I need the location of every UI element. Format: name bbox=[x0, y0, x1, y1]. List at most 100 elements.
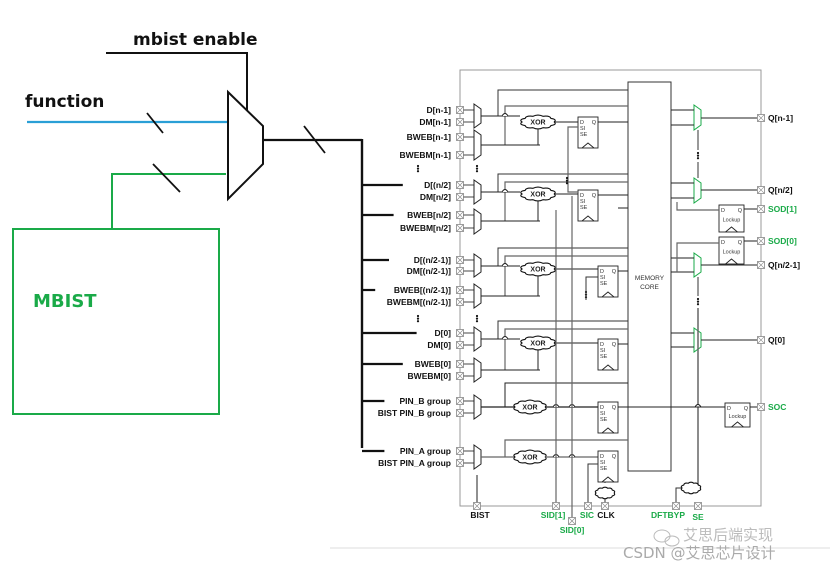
ff-pin-d: D bbox=[600, 454, 604, 460]
bottom-pin: SID[0] bbox=[560, 517, 584, 535]
xor-label: XOR bbox=[522, 405, 537, 412]
input-pin-label: DM[(n/2-1)] bbox=[407, 266, 452, 276]
ellipsis-dot bbox=[475, 170, 479, 173]
output-label: Q[n/2] bbox=[768, 185, 793, 195]
ellipsis-dot bbox=[565, 179, 569, 182]
ff-pin-se: SE bbox=[600, 354, 608, 360]
clock-gate-cloud bbox=[680, 481, 702, 495]
lockup-label: Lockup bbox=[723, 250, 741, 256]
xor-gate: XOR bbox=[520, 114, 556, 130]
ff-pin-q: Q bbox=[738, 208, 743, 214]
input-pin-label: BWEBM[(n/2-1)] bbox=[387, 297, 451, 307]
ff-pin-d: D bbox=[600, 342, 604, 348]
ff-pin-q: Q bbox=[592, 120, 597, 126]
input-pin-label: BIST PIN_B group bbox=[378, 408, 451, 418]
input-pin: BIST PIN_A group bbox=[378, 458, 474, 468]
clock-triangle-icon bbox=[601, 364, 615, 371]
bottom-pin-label: SID[1] bbox=[541, 510, 566, 520]
input-mux bbox=[473, 444, 482, 470]
ellipsis-dot bbox=[416, 320, 420, 323]
output-mux bbox=[693, 104, 702, 131]
bus-slash-icon bbox=[152, 163, 181, 193]
input-pin-label: PIN_B group bbox=[400, 396, 451, 406]
pin-box-icon bbox=[757, 403, 765, 411]
pin-box-icon bbox=[456, 459, 464, 467]
input-pin: DM[0] bbox=[427, 340, 474, 350]
input-pin-label: BWEBM[n-1] bbox=[400, 150, 452, 160]
bottom-pin: SE bbox=[692, 502, 704, 522]
pin-box-icon bbox=[757, 114, 765, 122]
xor-gate: XOR bbox=[520, 186, 556, 202]
input-pin-label: BWEB[n/2] bbox=[407, 210, 451, 220]
pin-box-icon bbox=[672, 502, 680, 510]
ellipsis-dot bbox=[696, 303, 700, 306]
pin-box-icon bbox=[456, 409, 464, 417]
input-pin-label: DM[n-1] bbox=[419, 117, 451, 127]
input-pin-label: D[0] bbox=[434, 328, 451, 338]
input-pin: D[n-1] bbox=[426, 105, 474, 115]
ellipsis-dot bbox=[416, 164, 420, 168]
ff-pin-d: D bbox=[727, 406, 731, 412]
wire-crossing bbox=[501, 263, 509, 267]
ellipsis-dot bbox=[696, 154, 700, 157]
bottom-pin-label: SE bbox=[692, 512, 704, 522]
input-pin-label: BWEB[(n/2-1)] bbox=[394, 285, 451, 295]
input-pin: PIN_A group bbox=[400, 446, 474, 456]
xor-label: XOR bbox=[530, 120, 545, 127]
bottom-pin: CLK bbox=[597, 502, 616, 520]
memory-core-label-2: CORE bbox=[640, 284, 659, 291]
scan-output-pin: SOD[0] bbox=[744, 236, 797, 246]
output-mux bbox=[693, 177, 702, 204]
lockup-label: Lockup bbox=[723, 218, 741, 224]
bottom-pin: DFTBYP bbox=[651, 502, 685, 520]
xor-gate: XOR bbox=[513, 399, 547, 415]
lockup-label: Lockup bbox=[729, 414, 747, 420]
ff-pin-q: Q bbox=[612, 454, 617, 460]
scan-output-pin: SOC bbox=[750, 402, 786, 412]
ellipsis-dot bbox=[565, 182, 569, 185]
input-pin: DM[n/2] bbox=[420, 192, 474, 202]
ff-pin-d: D bbox=[600, 269, 604, 275]
bottom-pin-label: CLK bbox=[597, 510, 615, 520]
pin-box-icon bbox=[456, 298, 464, 306]
input-pin: BWEBM[n-1] bbox=[400, 150, 474, 160]
ff-pin-q: Q bbox=[612, 342, 617, 348]
scan-output-pin: SOD[1] bbox=[744, 204, 797, 214]
input-pin-label: BWEB[n-1] bbox=[407, 132, 452, 142]
ff-pin-q: Q bbox=[592, 193, 597, 199]
pin-box-icon bbox=[473, 502, 481, 510]
output-pin: Q[n/2] bbox=[701, 185, 793, 195]
ff-pin-d: D bbox=[580, 120, 584, 126]
ellipsis-dot bbox=[475, 164, 479, 168]
input-mux bbox=[227, 89, 264, 202]
mux-output-bus bbox=[263, 125, 364, 448]
input-pin-label: DM[n/2] bbox=[420, 192, 451, 202]
ellipsis-dot bbox=[416, 317, 420, 320]
mbist-enable-signal: mbist enable bbox=[106, 30, 258, 110]
ff-pin-d: D bbox=[600, 405, 604, 411]
input-pin: D[(n/2-1)] bbox=[414, 255, 474, 265]
bottom-pin-label: SIC bbox=[580, 510, 594, 520]
clock-triangle-icon bbox=[731, 421, 744, 428]
input-pin: BWEB[0] bbox=[415, 359, 474, 369]
ff-pin-se: SE bbox=[580, 132, 588, 138]
ff-pin-si: SI bbox=[600, 275, 606, 281]
pin-box-icon bbox=[456, 106, 464, 114]
pin-box-icon bbox=[456, 151, 464, 159]
pin-box-icon bbox=[456, 341, 464, 349]
mbist-block bbox=[12, 228, 220, 415]
input-pin: BWEBM[0] bbox=[408, 371, 474, 381]
pin-box-icon bbox=[456, 211, 464, 219]
wire-crossing bbox=[501, 336, 509, 340]
ellipsis-dot bbox=[416, 167, 420, 170]
output-label: Q[n/2-1] bbox=[768, 260, 800, 270]
function-label: function bbox=[25, 92, 104, 112]
